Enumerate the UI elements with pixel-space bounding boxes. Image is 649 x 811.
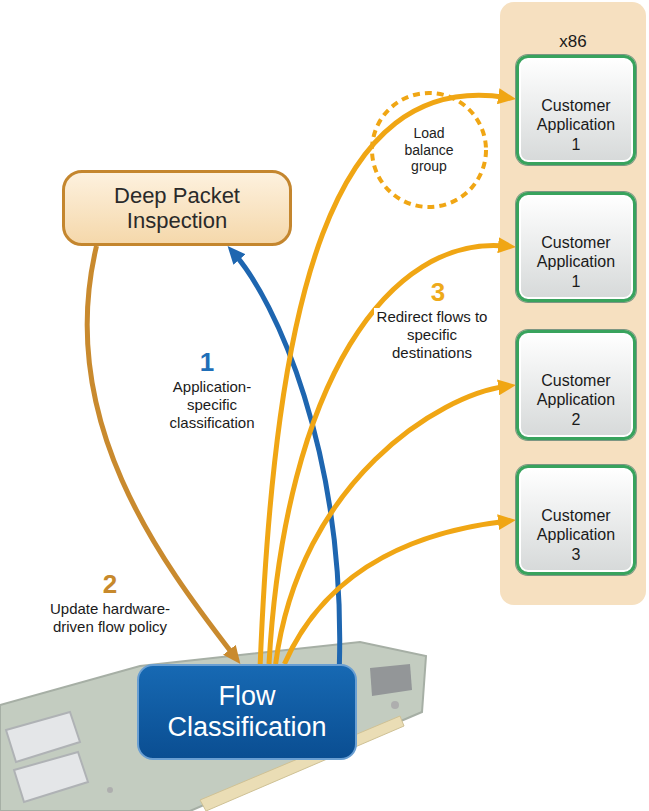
edge-label: Application-specific classification <box>160 378 264 432</box>
node-text: x86 <box>500 2 646 52</box>
edge-label: Update hardware-driven flow policy <box>45 600 175 636</box>
classifier-box: Flow Classification <box>137 664 357 760</box>
node-text: Flow Classification <box>152 681 342 743</box>
node-text: Customer Application 1 <box>531 203 621 291</box>
node-text: Load balance group <box>397 125 461 175</box>
group-circle: Load balance group <box>369 90 489 210</box>
application-box: Customer Application 1 <box>516 55 636 165</box>
application-box: Customer Application 2 <box>516 330 636 440</box>
node-text: Customer Application 1 <box>531 66 621 154</box>
flow-arrow <box>269 245 506 664</box>
flow-arrow <box>276 386 506 664</box>
application-box: Customer Application 1 <box>516 192 636 302</box>
callout-number: 1 <box>187 348 227 376</box>
panel-fill <box>500 2 646 605</box>
callout-number: 2 <box>90 570 130 598</box>
node-text: Deep Packet Inspection <box>87 183 267 234</box>
flow-arrow <box>87 246 234 656</box>
edge-label: Redirect flows to specific destinations <box>374 308 490 362</box>
node-text: Customer Application 2 <box>531 341 621 429</box>
callout-number: 3 <box>418 278 458 306</box>
node-text: Customer Application 3 <box>531 476 621 564</box>
inspection-box: Deep Packet Inspection <box>62 170 292 246</box>
dashed-outline <box>372 93 486 207</box>
host-panel: x86Customer Application 1 Customer Applic… <box>500 2 646 605</box>
flow-arrow <box>284 521 506 664</box>
application-box: Customer Application 3 <box>516 465 636 575</box>
